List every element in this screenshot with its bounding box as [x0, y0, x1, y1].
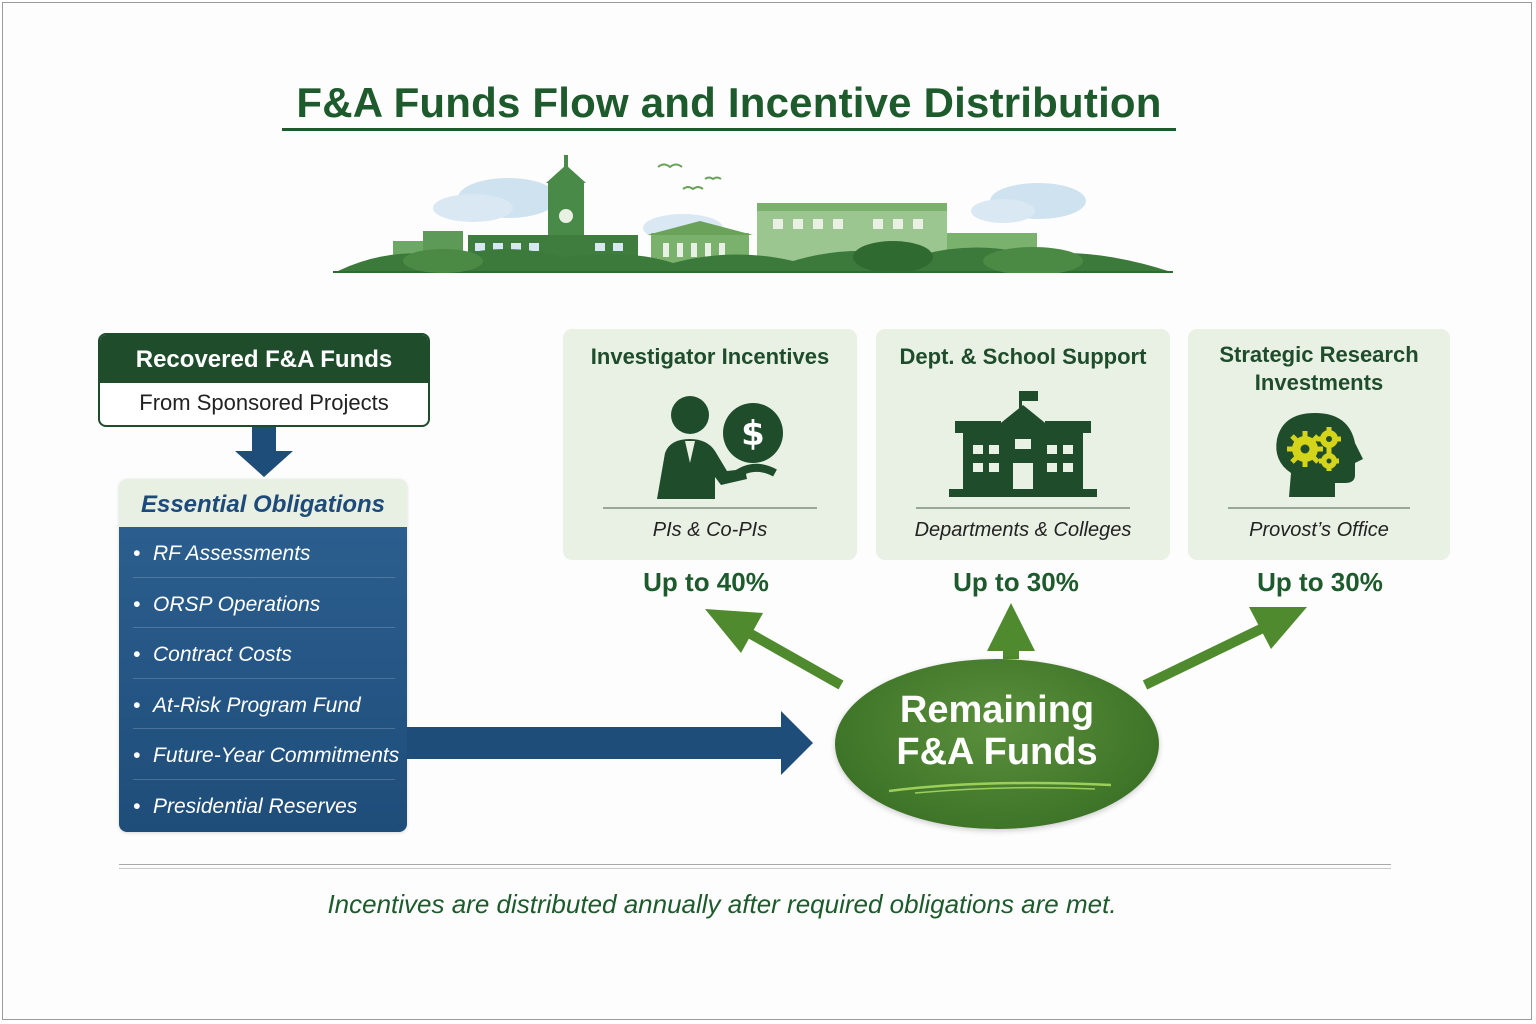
arrow-to-investigators [705, 609, 844, 690]
dept-share: Up to 30% [953, 567, 1079, 597]
footer-note: Incentives are distributed annually afte… [327, 889, 1117, 919]
distribution-arrows [705, 603, 1307, 690]
essential-obligations-panel: Essential Obligations •RF Assessments •O… [119, 479, 407, 832]
investigator-money-icon: $ [657, 396, 783, 499]
card-divider [1228, 507, 1410, 509]
title-underline [282, 128, 1176, 131]
arrow-to-strategic [1142, 607, 1307, 690]
essential-obligations-heading: Essential Obligations [119, 479, 407, 527]
head-gears-icon [1276, 413, 1363, 497]
down-arrow-icon [235, 427, 293, 477]
list-item: •At-Risk Program Fund [133, 679, 395, 730]
brush-stroke-decoration [888, 781, 1112, 794]
card-recipient: PIs & Co-PIs [652, 519, 768, 541]
list-item: •Contract Costs [133, 628, 395, 679]
remaining-line1: Remaining [899, 689, 1095, 731]
list-item: •RF Assessments [133, 527, 395, 578]
footer-divider-secondary [119, 868, 1391, 869]
strategic-research-card: Strategic Research Investments [1188, 329, 1450, 560]
remaining-funds-ellipse: Remaining F&A Funds [835, 659, 1159, 829]
card-divider [916, 507, 1130, 509]
list-item: •ORSP Operations [133, 578, 395, 629]
school-building-icon [949, 391, 1097, 497]
list-item: •Future-Year Commitments [133, 729, 399, 780]
list-item: •Presidential Reserves [133, 794, 358, 818]
card-recipient: Departments & Colleges [914, 519, 1132, 541]
obligations-list: •RF Assessments •ORSP Operations •Contra… [119, 527, 407, 832]
investigator-share: Up to 40% [643, 567, 769, 597]
recovered-funds-title: Recovered F&A Funds [100, 335, 428, 383]
remaining-line2: F&A Funds [896, 731, 1098, 773]
card-title: Strategic Research Investments [1219, 342, 1419, 395]
investigator-incentives-card: Investigator Incentives $ PIs & Co-PIs [563, 329, 857, 560]
strategic-share: Up to 30% [1257, 567, 1383, 597]
card-title: Dept. & School Support [899, 344, 1147, 369]
card-title: Investigator Incentives [590, 344, 830, 369]
dept-school-support-card: Dept. & School Support [876, 329, 1170, 560]
arrow-to-departments [987, 603, 1035, 659]
card-recipient: Provost’s Office [1249, 519, 1389, 541]
svg-text:$: $ [741, 414, 765, 454]
campus-skyline-illustration [333, 155, 1173, 273]
card-divider [603, 507, 817, 509]
recovered-funds-subtitle: From Sponsored Projects [139, 390, 389, 415]
page-title: F&A Funds Flow and Incentive Distributio… [296, 79, 1162, 126]
right-arrow-icon [407, 711, 813, 775]
footer-divider [119, 864, 1391, 865]
recovered-funds-box: Recovered F&A Funds From Sponsored Proje… [98, 333, 430, 427]
